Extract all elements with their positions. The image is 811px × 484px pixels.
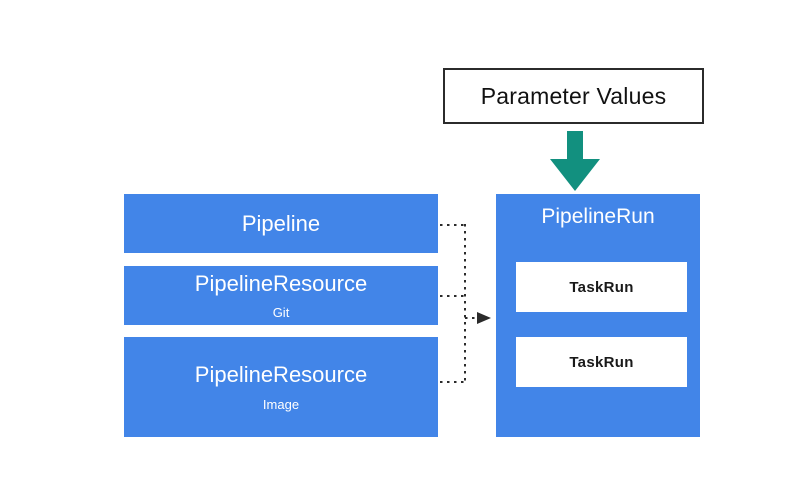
pipelineresource-git-box: PipelineResource Git [124,266,438,325]
parameter-values-box: Parameter Values [443,68,704,124]
pipelinerun-title: PipelineRun [541,205,655,228]
pipeline-box: Pipeline [124,194,438,253]
pipelineresource-git-subtitle: Git [272,305,290,320]
pipelineresource-image-title: PipelineResource [194,362,368,388]
pipelineresource-image-subtitle: Image [262,396,300,412]
taskrun-label: TaskRun [569,353,634,371]
parameter-values-label: Parameter Values [480,82,667,109]
taskrun-label: TaskRun [569,278,634,296]
pipelineresource-image-box: PipelineResource Image [124,337,438,437]
taskrun-box: TaskRun [516,262,687,312]
pipelineresource-git-title: PipelineResource [194,270,368,296]
down-arrow-icon [548,131,602,193]
taskrun-box: TaskRun [516,337,687,387]
pipeline-box-title: Pipeline [241,210,321,236]
pipelinerun-box: PipelineRun TaskRun TaskRun [496,194,700,437]
